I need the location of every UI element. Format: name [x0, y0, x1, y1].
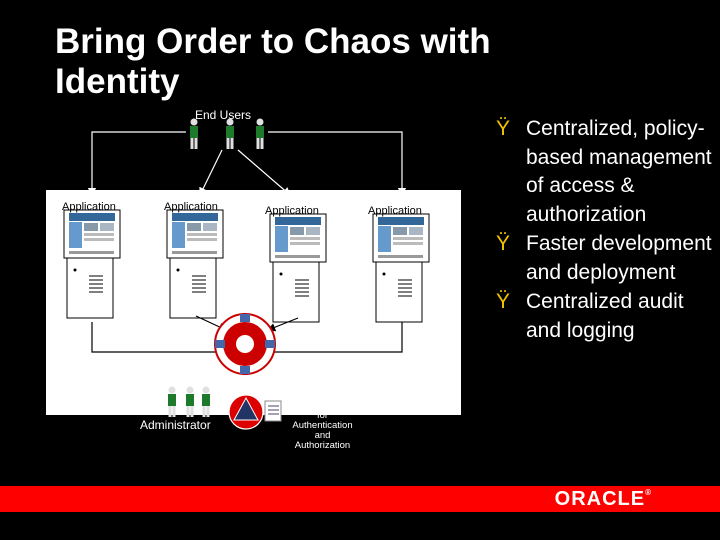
link-to-app-4 — [268, 131, 407, 197]
end-user-3 — [256, 118, 264, 149]
application-label-3: Application — [265, 205, 319, 217]
bullet-text: Centralized audit and logging — [526, 290, 684, 342]
bullet-mark: Ÿ — [496, 290, 511, 313]
bullet-item: Ÿ Faster development and deployment — [496, 230, 718, 287]
link-to-app-2 — [199, 149, 223, 197]
admin-console-icon — [228, 394, 264, 430]
logo-text: ORACLE — [554, 488, 646, 510]
administrator-3 — [202, 386, 210, 417]
oracle-logo: ORACLE® — [555, 488, 652, 511]
bullet-text: Faster development and deployment — [526, 232, 712, 284]
link-to-app-1 — [87, 131, 186, 197]
user-credentials-label: User Credentials for Authentication and … — [280, 401, 365, 451]
bullet-mark: Ÿ — [496, 232, 511, 255]
credentials-document-icon — [264, 400, 282, 422]
application-server-1 — [63, 209, 121, 319]
administrator-label: Administrator — [140, 418, 211, 432]
bullet-item: Ÿ Centralized audit and logging — [496, 288, 718, 345]
link-to-app-3 — [237, 149, 291, 196]
bullet-text: Centralized, policy-based management of … — [526, 117, 712, 226]
slide-title: Bring Order to Chaos with Identity — [55, 22, 491, 101]
end-user-2 — [226, 118, 234, 149]
bullet-item: Ÿ Centralized, policy-based management o… — [496, 115, 718, 229]
application-label-4: Application — [368, 205, 422, 217]
administrator-2 — [186, 386, 194, 417]
application-server-4 — [372, 213, 430, 323]
end-user-1 — [190, 118, 198, 149]
application-server-2 — [166, 209, 224, 319]
bullet-list: Ÿ Centralized, policy-based management o… — [496, 115, 718, 346]
end-users-label: End Users — [195, 108, 252, 122]
credentials-line-2: for — [316, 410, 329, 421]
application-label-1: Application — [62, 201, 116, 213]
application-label-2: Application — [164, 201, 218, 213]
app-to-hub-right — [266, 317, 299, 332]
logo-registered-mark: ® — [645, 488, 652, 497]
administrator-1 — [168, 386, 176, 417]
credentials-line-5: Authorization — [294, 440, 351, 451]
credentials-line-1: User Credentials — [287, 400, 358, 411]
application-server-3 — [269, 213, 327, 323]
credentials-line-4: and — [314, 430, 331, 441]
identity-hub-icon — [214, 313, 276, 375]
footer-accent-bar — [0, 486, 720, 512]
bullet-mark: Ÿ — [496, 117, 511, 140]
credentials-line-3: Authentication — [292, 420, 353, 431]
